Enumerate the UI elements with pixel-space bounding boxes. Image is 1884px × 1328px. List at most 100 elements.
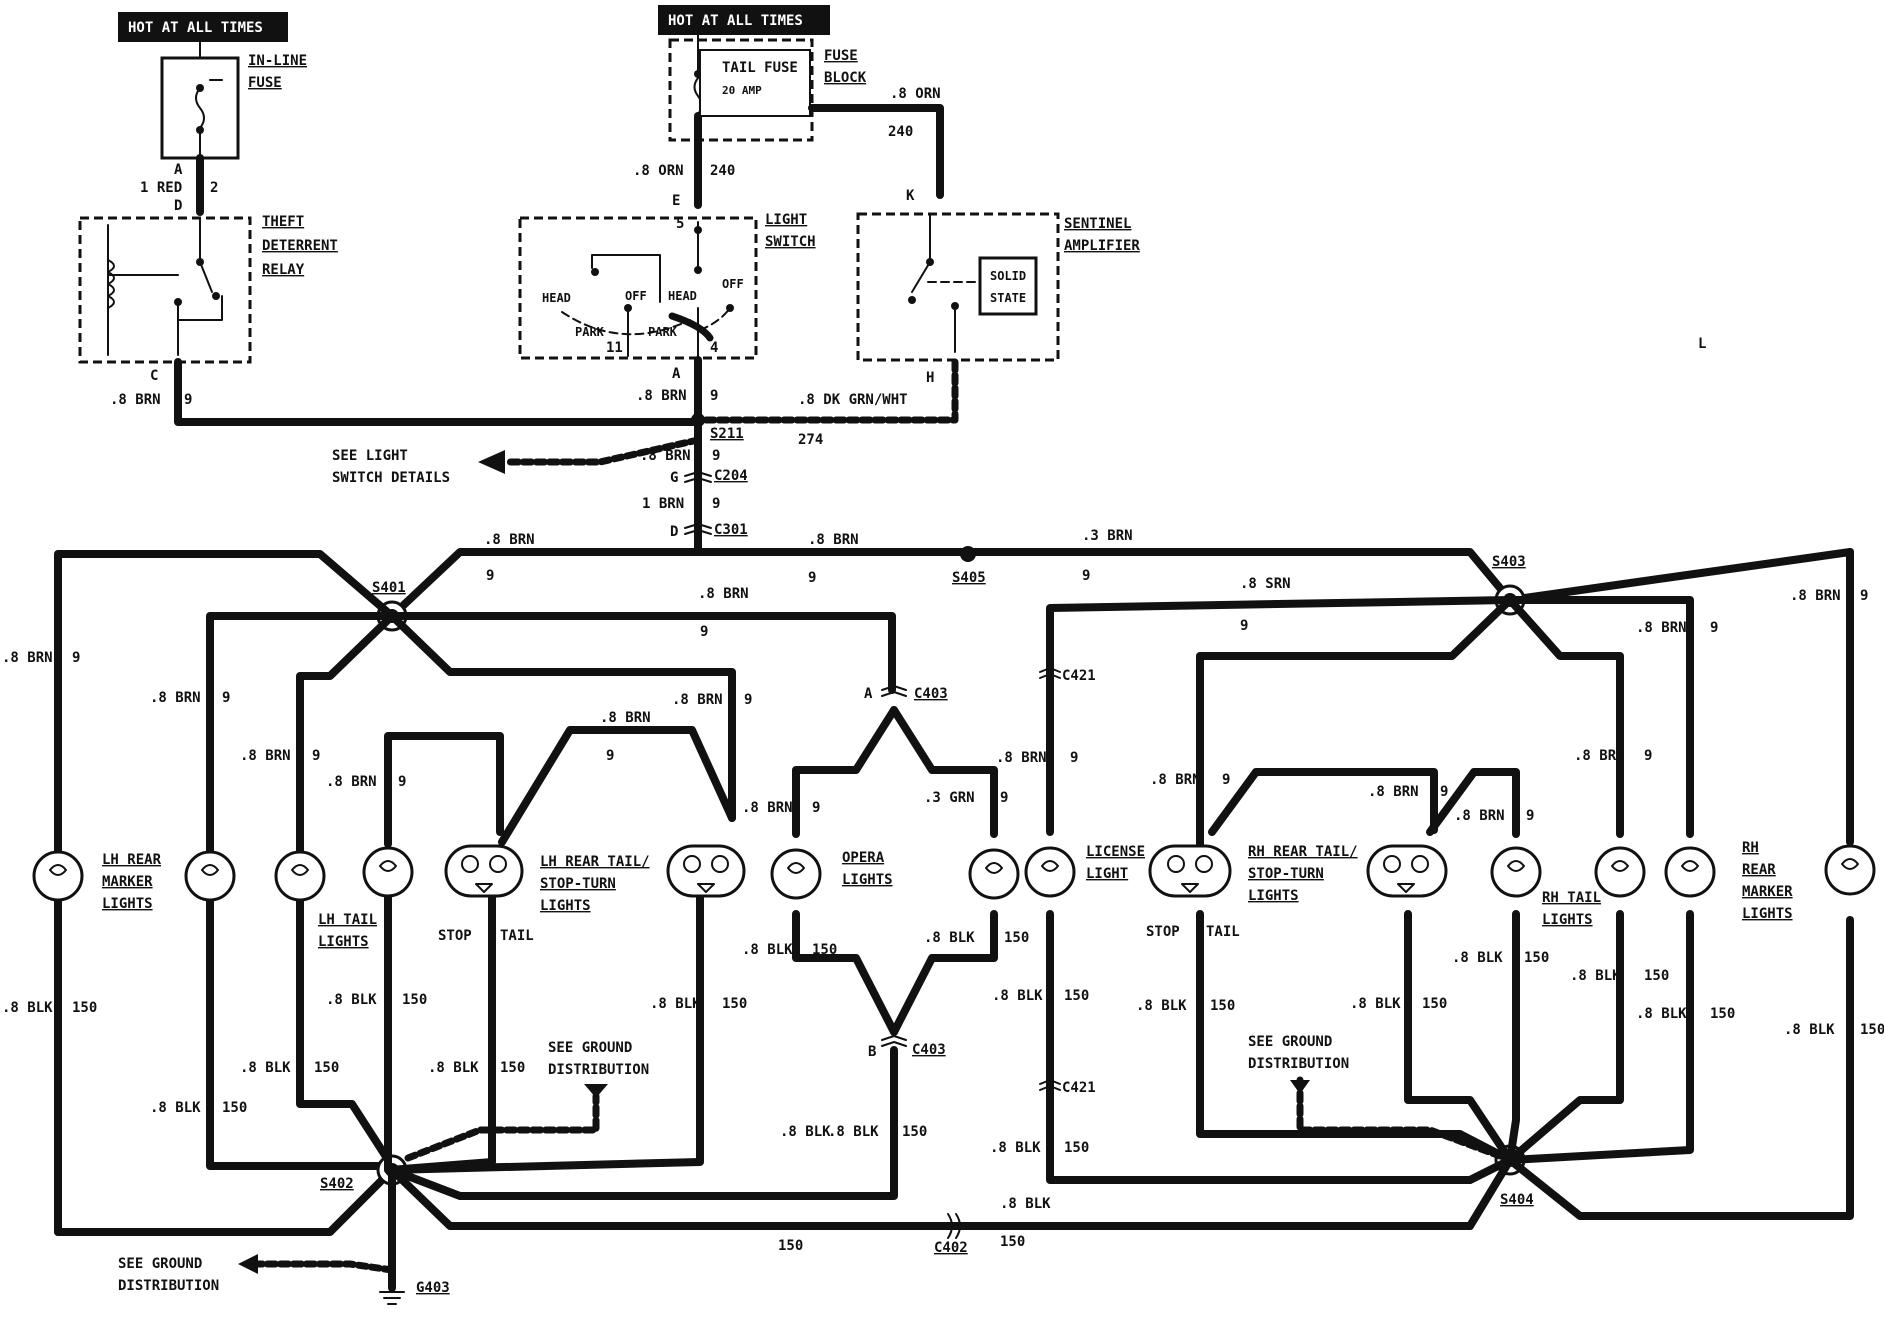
svg-text:LIGHTS: LIGHTS (1742, 906, 1793, 922)
svg-text:DISTRIBUTION: DISTRIBUTION (1248, 1056, 1349, 1072)
svg-text:BLOCK: BLOCK (824, 70, 867, 86)
svg-text:LIGHT: LIGHT (765, 212, 807, 228)
svg-text:A: A (864, 686, 873, 702)
svg-text:150: 150 (222, 1100, 247, 1116)
svg-text:9: 9 (712, 496, 720, 512)
svg-text:9: 9 (1860, 588, 1868, 604)
svg-text:.8 ORN: .8 ORN (633, 163, 684, 179)
lamp-lh-marker-1 (32, 850, 84, 902)
svg-text:TAIL: TAIL (1206, 924, 1240, 940)
svg-text:.8 BLK: .8 BLK (1350, 996, 1401, 1012)
lamp-lh-tail-1 (274, 850, 326, 902)
svg-text:.8 BRN: .8 BRN (240, 748, 291, 764)
svg-text:S401: S401 (372, 580, 406, 596)
svg-text:274: 274 (798, 432, 823, 448)
svg-text:.8 BRN: .8 BRN (996, 750, 1047, 766)
svg-text:1 RED: 1 RED (140, 180, 182, 196)
svg-text:SEE LIGHT: SEE LIGHT (332, 448, 408, 464)
svg-text:.8 BLK: .8 BLK (326, 992, 377, 1008)
hot-label-center: HOT AT ALL TIMES (658, 5, 830, 35)
svg-text:.8 BLK: .8 BLK (1636, 1006, 1687, 1022)
svg-text:.8 BRN: .8 BRN (1454, 808, 1505, 824)
svg-text:9: 9 (712, 448, 720, 464)
svg-text:150: 150 (722, 996, 747, 1012)
svg-text:9: 9 (1710, 620, 1718, 636)
svg-text:RH TAIL: RH TAIL (1542, 890, 1601, 906)
svg-text:.8 BLK: .8 BLK (1000, 1196, 1051, 1212)
svg-text:.8 BRN: .8 BRN (1790, 588, 1841, 604)
svg-text:9: 9 (1440, 784, 1448, 800)
svg-text:DETERRENT: DETERRENT (262, 238, 338, 254)
svg-text:LIGHTS: LIGHTS (1542, 912, 1593, 928)
svg-text:.8 BRN: .8 BRN (1368, 784, 1419, 800)
svg-text:9: 9 (398, 774, 406, 790)
svg-text:.8 BRN: .8 BRN (326, 774, 377, 790)
lamp-opera-2 (968, 848, 1020, 900)
svg-text:.8 BRN: .8 BRN (150, 690, 201, 706)
svg-text:.8 BLK: .8 BLK (428, 1060, 479, 1076)
hot-label-left: HOT AT ALL TIMES (118, 12, 288, 42)
svg-text:LH TAIL: LH TAIL (318, 912, 377, 928)
lamp-rh-stop-2 (1366, 844, 1448, 898)
svg-text:STOP-TURN: STOP-TURN (540, 876, 616, 892)
svg-text:.8 BLK: .8 BLK (2, 1000, 53, 1016)
svg-text:20 AMP: 20 AMP (722, 84, 762, 97)
svg-text:AMPLIFIER: AMPLIFIER (1064, 238, 1140, 254)
svg-text:.8 BLK: .8 BLK (150, 1100, 201, 1116)
svg-text:150: 150 (1710, 1006, 1735, 1022)
svg-text:S404: S404 (1500, 1192, 1534, 1208)
svg-text:STOP: STOP (1146, 924, 1180, 940)
svg-text:HOT AT ALL TIMES: HOT AT ALL TIMES (128, 20, 263, 36)
svg-text:.8 BRN: .8 BRN (1150, 772, 1201, 788)
svg-text:11: 11 (606, 340, 623, 356)
svg-text:DISTRIBUTION: DISTRIBUTION (118, 1278, 219, 1294)
svg-text:S402: S402 (320, 1176, 354, 1192)
svg-text:SOLID: SOLID (990, 269, 1026, 283)
svg-text:9: 9 (744, 692, 752, 708)
lamp-rh-marker-2 (1824, 844, 1876, 896)
svg-text:150: 150 (1000, 1234, 1025, 1250)
svg-text:S211: S211 (710, 426, 744, 442)
svg-text:L: L (1698, 336, 1706, 352)
svg-text:.8 DK GRN/WHT: .8 DK GRN/WHT (798, 392, 908, 408)
svg-text:HEAD: HEAD (542, 291, 571, 305)
light-switch: HEAD OFF HEAD OFF PARK PARK 11 4 5 LIGHT… (518, 212, 816, 360)
svg-text:150: 150 (1210, 998, 1235, 1014)
svg-text:5: 5 (676, 216, 684, 232)
svg-text:THEFT: THEFT (262, 214, 304, 230)
svg-text:MARKER: MARKER (102, 874, 153, 890)
svg-text:2: 2 (210, 180, 218, 196)
svg-text:LH REAR TAIL/: LH REAR TAIL/ (540, 854, 650, 870)
svg-text:9: 9 (812, 800, 820, 816)
svg-text:9: 9 (1000, 790, 1008, 806)
svg-text:150: 150 (1644, 968, 1669, 984)
svg-text:C421: C421 (1062, 668, 1096, 684)
svg-text:SEE GROUND: SEE GROUND (118, 1256, 202, 1272)
svg-text:150: 150 (902, 1124, 927, 1140)
svg-text:C421: C421 (1062, 1080, 1096, 1096)
svg-text:SWITCH DETAILS: SWITCH DETAILS (332, 470, 450, 486)
svg-text:REAR: REAR (1742, 862, 1776, 878)
svg-text:D: D (670, 524, 678, 540)
svg-text:G403: G403 (416, 1280, 450, 1296)
svg-text:150: 150 (1064, 988, 1089, 1004)
svg-text:150: 150 (314, 1060, 339, 1076)
svg-text:150: 150 (1064, 1140, 1089, 1156)
svg-text:150: 150 (500, 1060, 525, 1076)
svg-text:.8 BLK: .8 BLK (1784, 1022, 1835, 1038)
lamp-opera-1 (770, 848, 822, 900)
svg-text:4: 4 (710, 340, 718, 356)
svg-text:C204: C204 (714, 468, 748, 484)
lamp-lh-stop-1 (444, 844, 524, 898)
svg-text:.8 BLK: .8 BLK (924, 930, 975, 946)
svg-text:.8 BLK: .8 BLK (1136, 998, 1187, 1014)
lamp-lh-tail-2 (362, 846, 414, 898)
svg-text:.8 BRN: .8 BRN (636, 388, 687, 404)
svg-text:H: H (926, 370, 934, 386)
svg-text:OFF: OFF (625, 289, 647, 303)
svg-text:.8 BRN: .8 BRN (698, 586, 749, 602)
lamp-lh-stop-2 (666, 844, 746, 898)
svg-text:9: 9 (700, 624, 708, 640)
svg-text:9: 9 (486, 568, 494, 584)
lamp-rh-tail-2 (1594, 846, 1646, 898)
